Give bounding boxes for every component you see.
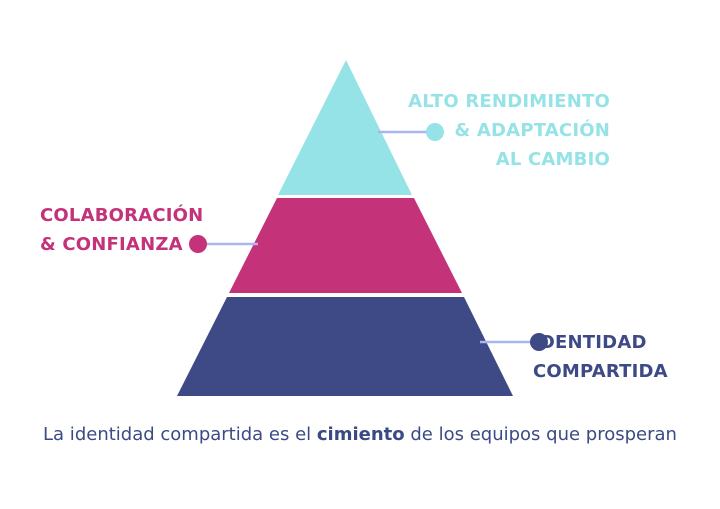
label-line: & CONFIANZA	[40, 234, 183, 255]
connector-dot-middle	[189, 235, 207, 253]
caption: La identidad compartida es el cimiento d…	[0, 424, 720, 445]
label-alto-rendimiento: ALTO RENDIMIENTO & ADAPTACIÓN AL CAMBIO	[408, 87, 610, 174]
caption-after: de los equipos que prosperan	[404, 424, 677, 445]
label-line: AL CAMBIO	[495, 149, 610, 170]
pyramid-tier-top	[278, 60, 412, 195]
caption-before: La identidad compartida es el	[43, 424, 317, 445]
caption-emphasis: cimiento	[316, 424, 405, 445]
label-line: COMPARTIDA	[533, 361, 668, 382]
connector-dot-bottom	[530, 333, 548, 351]
pyramid-tier-middle	[229, 198, 462, 293]
label-colaboracion: COLABORACIÓN & CONFIANZA	[40, 201, 203, 259]
label-identidad: IDENTIDAD COMPARTIDA	[533, 328, 668, 386]
label-line: COLABORACIÓN	[40, 205, 204, 226]
label-line: & ADAPTACIÓN	[454, 120, 610, 141]
pyramid-tier-bottom	[177, 297, 513, 396]
connector-dot-top	[426, 123, 444, 141]
label-line: IDENTIDAD	[533, 332, 647, 353]
label-line: ALTO RENDIMIENTO	[408, 91, 610, 112]
